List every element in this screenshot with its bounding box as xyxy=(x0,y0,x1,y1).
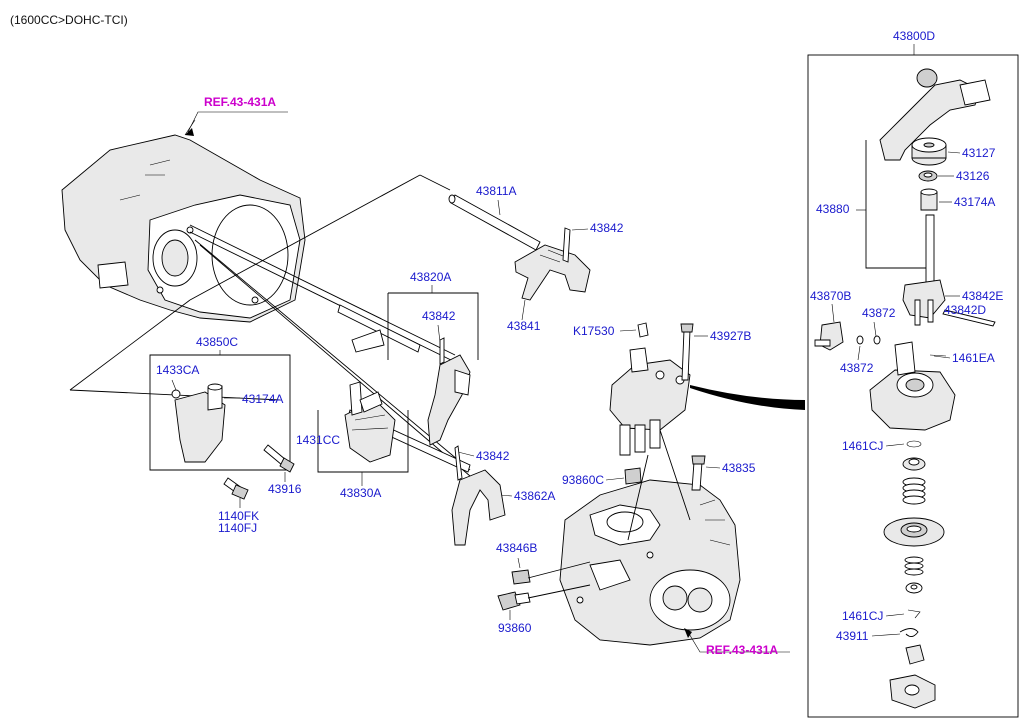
seat-upper xyxy=(902,457,926,471)
label-43835: 43835 xyxy=(722,461,756,475)
connector-line-3 xyxy=(69,299,191,391)
label-43841: 43841 xyxy=(507,319,541,333)
label-43862A: 43862A xyxy=(514,489,555,503)
ring-43126 xyxy=(918,170,938,182)
spring-upper xyxy=(902,477,926,505)
lever-bracket-bottom xyxy=(889,674,936,709)
clip-1461CJ-top xyxy=(906,440,922,448)
label-43842-c: 43842 xyxy=(476,449,510,463)
shift-rod-43811A xyxy=(448,194,541,251)
shift-housing-cover xyxy=(869,341,956,431)
clip-1461CJ-bottom xyxy=(907,609,921,619)
bolt-43835 xyxy=(691,455,706,491)
bracket-43830A xyxy=(317,410,409,473)
shift-lever-43850C xyxy=(171,383,226,463)
label-43872-top: 43872 xyxy=(862,306,896,320)
label-43820A: 43820A xyxy=(410,270,451,284)
select-lever xyxy=(879,68,991,161)
label-43126: 43126 xyxy=(956,169,990,183)
label-43911: 43911 xyxy=(836,629,869,643)
label-43842-a: 43842 xyxy=(590,221,624,235)
label-1461EA: 1461EA xyxy=(952,351,995,365)
spring-lower xyxy=(904,556,924,576)
bracket-43870B xyxy=(814,321,844,351)
label-93860: 93860 xyxy=(498,621,532,635)
label-43842E: 43842E xyxy=(962,289,1003,303)
ref-bottom-leader xyxy=(687,631,790,653)
bracket-43880 xyxy=(865,140,930,269)
shift-fork-43862A xyxy=(451,445,506,546)
sensor-93860 xyxy=(497,591,531,611)
label-43842D: 43842D xyxy=(944,303,986,317)
bushing-43127 xyxy=(911,137,947,166)
bolt-43916 xyxy=(263,444,295,473)
shift-lug-43841 xyxy=(514,227,591,301)
label-43811A: 43811A xyxy=(476,184,516,198)
label-1433CA: 1433CA xyxy=(156,363,199,377)
orings-43872 xyxy=(856,335,881,345)
transmission-case-lower xyxy=(559,479,741,646)
sensor-93860C xyxy=(624,467,642,485)
label-43830A: 43830A xyxy=(340,486,381,500)
connector-line-2 xyxy=(419,174,451,191)
label-43842-b: 43842 xyxy=(422,309,456,323)
label-43127: 43127 xyxy=(962,146,996,160)
ref-bottom-label: REF.43-431A xyxy=(706,643,778,657)
label-1140FJ: 1140FJ xyxy=(218,521,257,535)
transmission-case-left xyxy=(61,119,306,323)
label-1461CJ-top: 1461CJ xyxy=(842,439,883,453)
shift-control-assembly xyxy=(609,347,691,456)
spring-43911 xyxy=(899,628,919,637)
label-43880: 43880 xyxy=(816,202,850,216)
ref-top-arrow xyxy=(185,128,194,136)
sensor-K17530 xyxy=(637,322,649,338)
label-43846B: 43846B xyxy=(496,541,537,555)
label-1140FK: 1140FK xyxy=(218,509,259,523)
shift-assembly-43830A xyxy=(344,381,396,463)
bracket-43820A xyxy=(387,292,479,360)
label-43174A-left: 43174A xyxy=(242,392,283,406)
label-93860C: 93860C xyxy=(562,473,604,487)
lever-end xyxy=(905,644,925,665)
ref-top-label: REF.43-431A xyxy=(204,95,276,109)
label-43872-bottom: 43872 xyxy=(840,361,874,375)
shift-fork-upper xyxy=(427,337,471,446)
label-43800D: 43800D xyxy=(893,29,935,43)
label-43916: 43916 xyxy=(268,482,302,496)
sleeve-43174A xyxy=(920,188,938,211)
plug-43846B xyxy=(511,569,531,585)
washer-lower xyxy=(905,582,923,594)
label-1461CJ-bottom: 1461CJ xyxy=(842,609,883,623)
label-43870B: 43870B xyxy=(810,289,851,303)
control-shaft xyxy=(902,214,946,326)
ref-top-leader xyxy=(187,111,288,133)
bolt-43927B xyxy=(680,323,694,381)
shift-lug-upper xyxy=(351,329,385,353)
sensor-93860-leader xyxy=(527,584,591,599)
shift-assembly-leaders xyxy=(627,429,691,541)
bolt-1140FK xyxy=(223,477,249,500)
label-43850C: 43850C xyxy=(196,335,238,349)
engine-spec-title: (1600CC>DOHC-TCI) xyxy=(10,13,128,27)
label-1431CC: 1431CC xyxy=(296,433,340,447)
ref-bottom-arrow xyxy=(684,628,692,638)
panel-connector-wedge xyxy=(690,385,805,410)
plug-43846B-leader xyxy=(527,561,591,579)
dust-boot xyxy=(883,517,945,547)
connector-line-1 xyxy=(189,174,421,301)
label-43927B: 43927B xyxy=(710,329,751,343)
label-K17530: K17530 xyxy=(573,324,615,338)
panel-43800D xyxy=(807,54,1019,718)
label-43174A-right: 43174A xyxy=(954,195,995,209)
pin-43842D xyxy=(942,309,996,327)
